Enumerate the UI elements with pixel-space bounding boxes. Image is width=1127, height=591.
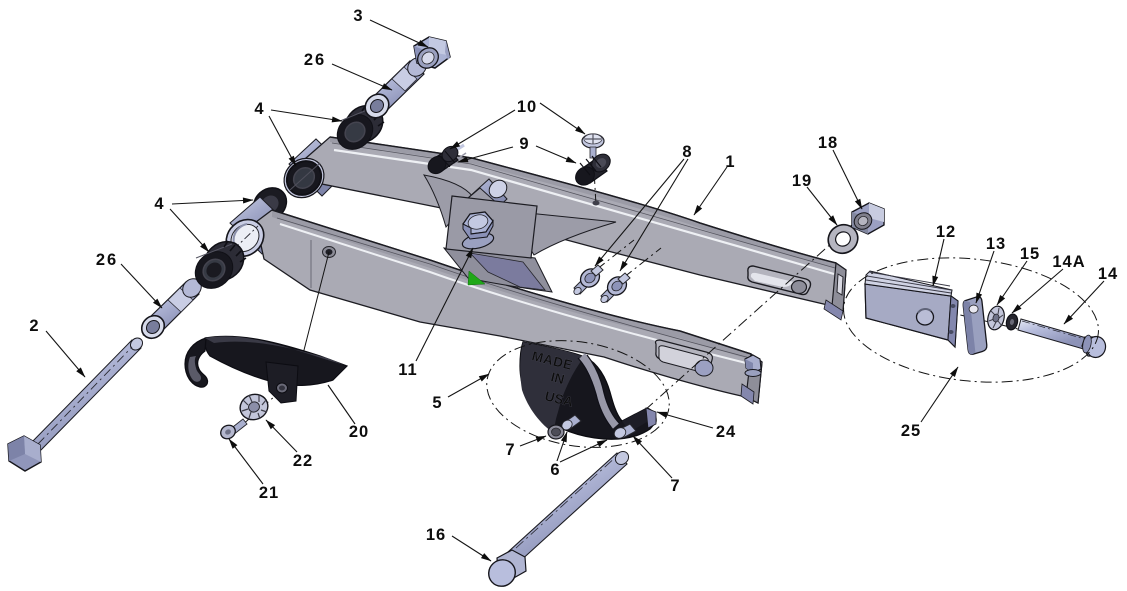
svg-text:USA: USA [543, 388, 575, 410]
svg-text:IN: IN [549, 369, 566, 387]
svg-text:16: 16 [426, 526, 446, 544]
svg-text:6: 6 [550, 461, 559, 479]
svg-text:20: 20 [349, 423, 369, 441]
svg-text:26: 26 [96, 251, 118, 269]
svg-text:7: 7 [505, 441, 514, 459]
svg-text:8: 8 [682, 143, 691, 161]
svg-text:9: 9 [519, 135, 528, 153]
svg-text:24: 24 [716, 423, 736, 441]
svg-text:7: 7 [670, 477, 679, 495]
svg-text:3: 3 [353, 7, 362, 25]
svg-text:4: 4 [154, 195, 164, 213]
svg-text:12: 12 [936, 223, 956, 241]
svg-text:4: 4 [254, 100, 264, 118]
svg-text:2: 2 [29, 317, 38, 335]
svg-text:18: 18 [818, 134, 838, 152]
svg-text:13: 13 [986, 235, 1006, 253]
svg-text:10: 10 [517, 98, 537, 116]
svg-text:11: 11 [398, 361, 417, 379]
svg-text:5: 5 [432, 394, 441, 412]
svg-text:26: 26 [304, 51, 326, 69]
svg-text:21: 21 [259, 484, 279, 502]
svg-text:14A: 14A [1052, 253, 1085, 271]
svg-text:19: 19 [792, 172, 812, 190]
svg-text:22: 22 [293, 452, 313, 470]
svg-text:15: 15 [1020, 245, 1040, 263]
svg-text:1: 1 [725, 153, 734, 171]
svg-text:14: 14 [1098, 265, 1118, 283]
svg-text:25: 25 [901, 422, 921, 440]
